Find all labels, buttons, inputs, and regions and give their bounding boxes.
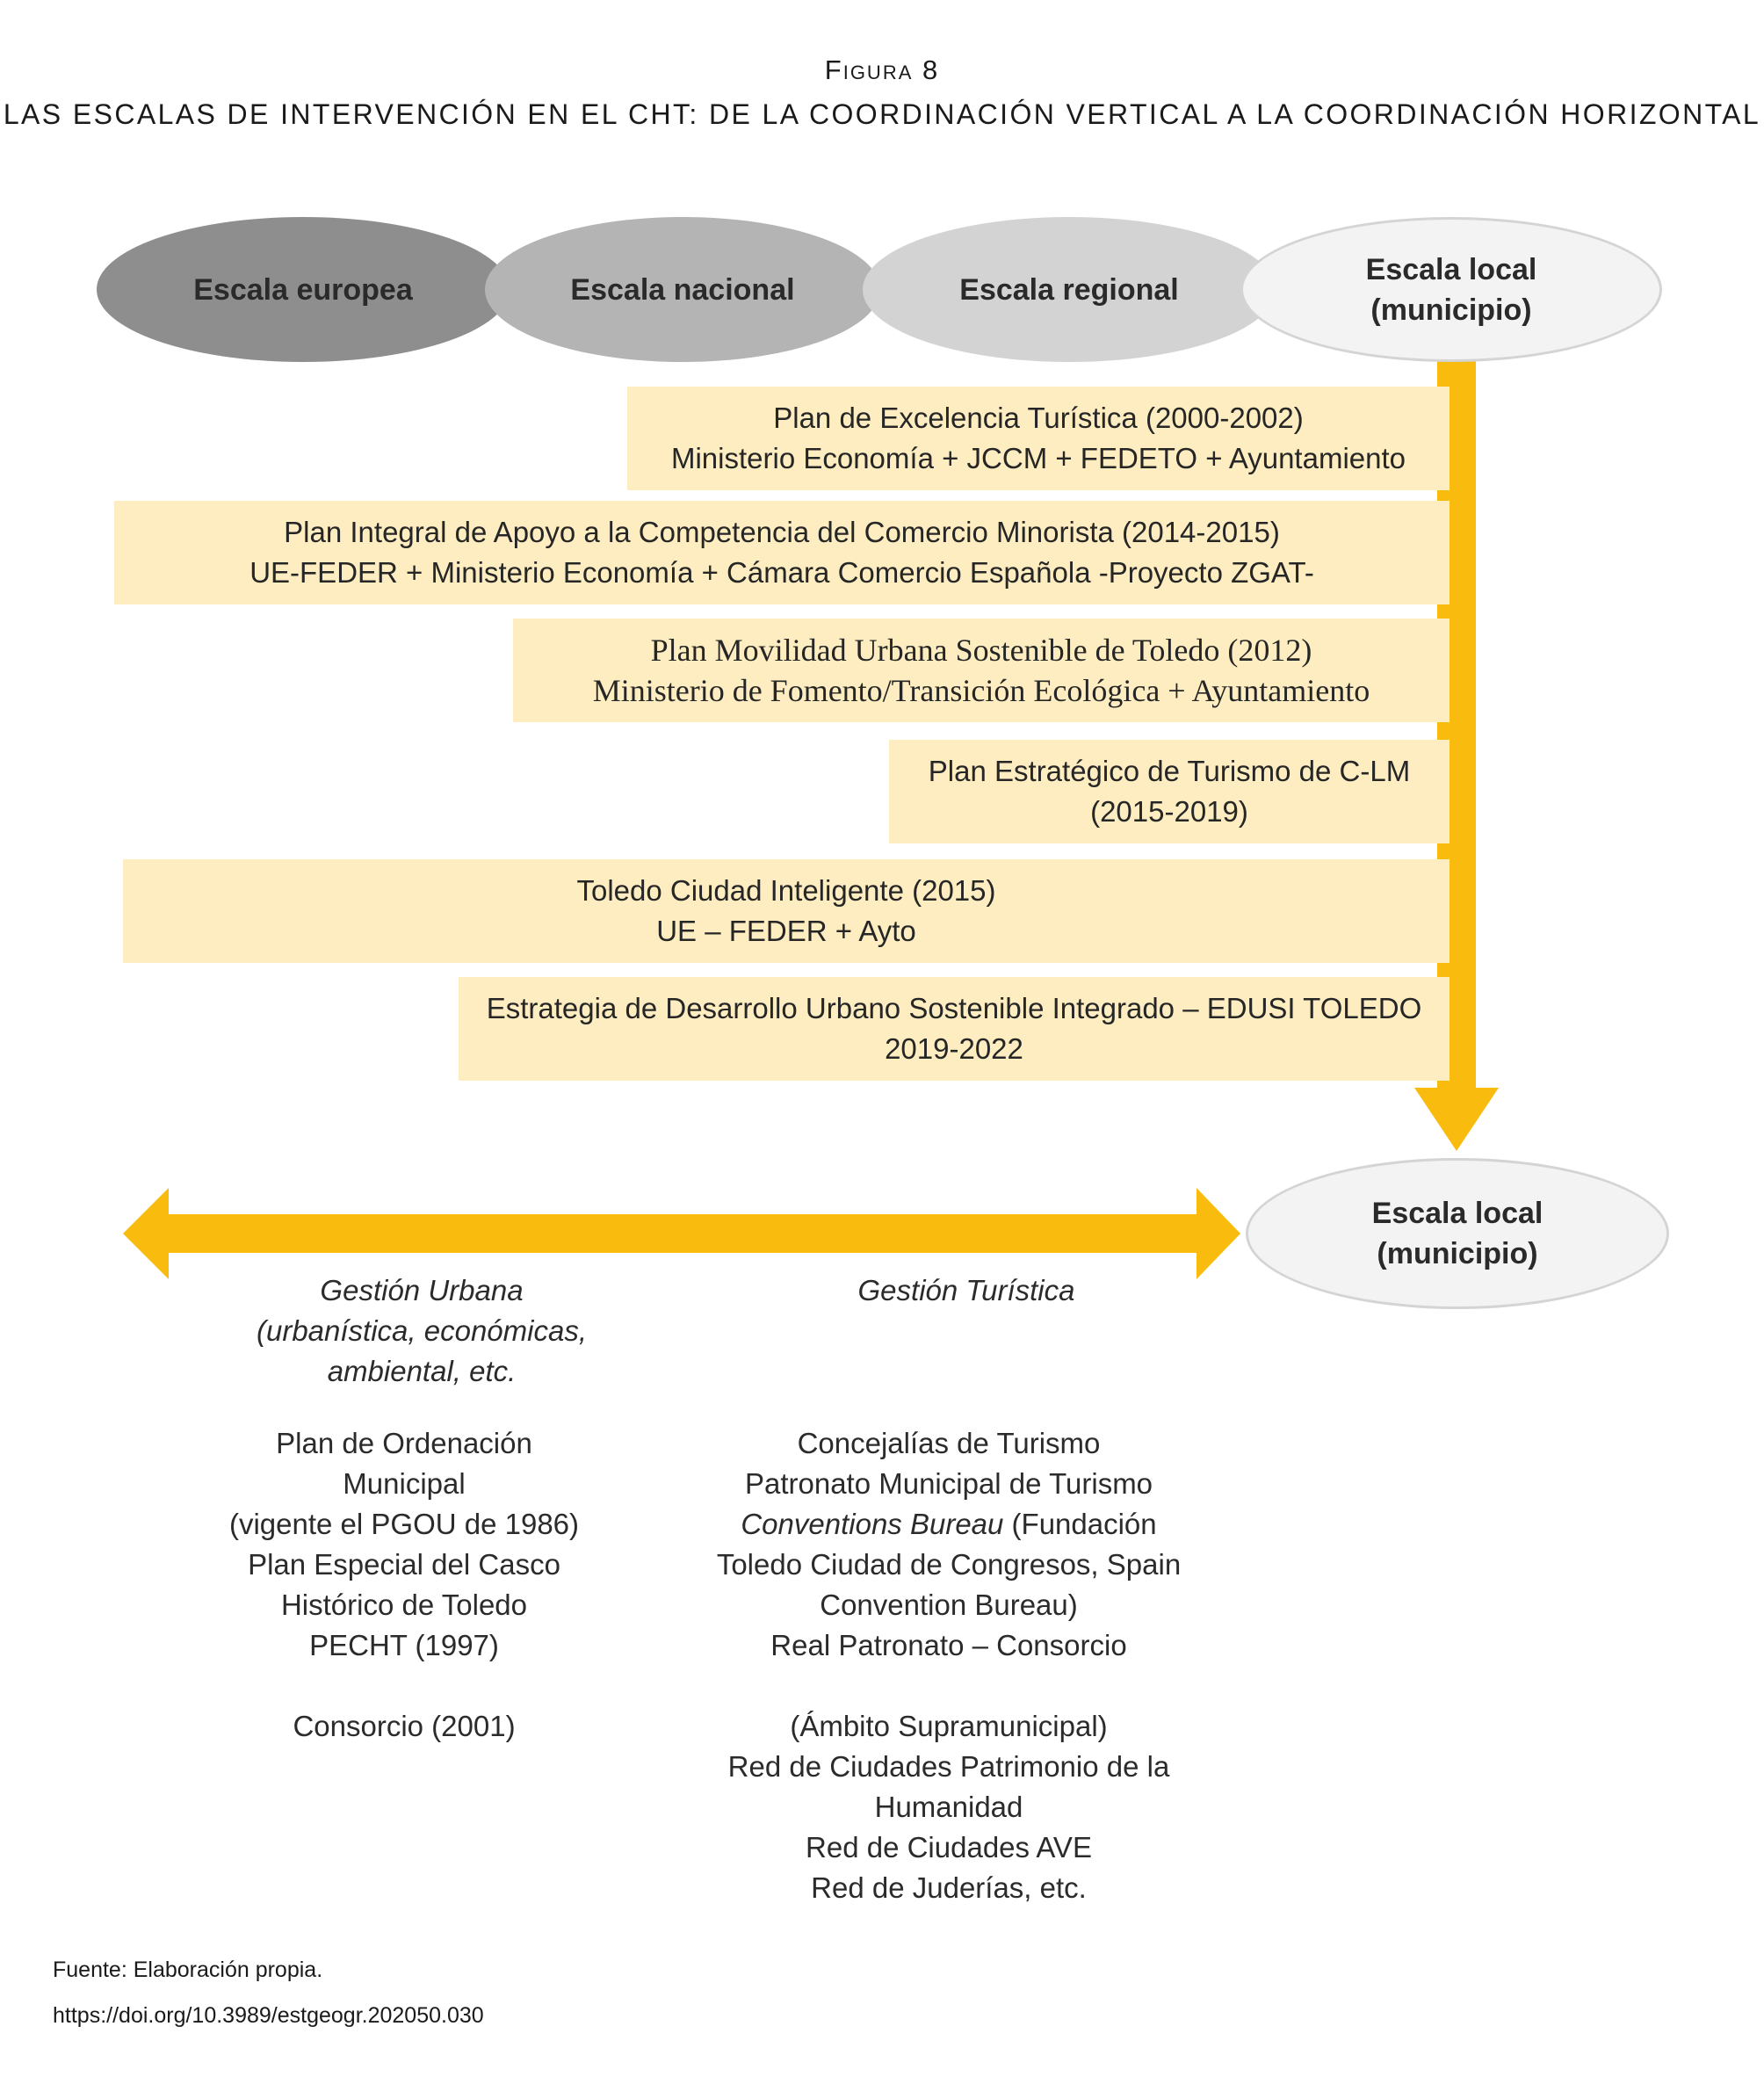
gestion-turistica-items: Concejalías de Turismo Patronato Municip… bbox=[668, 1423, 1230, 1908]
plan-box-excelencia: Plan de Excelencia Turística (2000-2002)… bbox=[627, 387, 1450, 490]
scale-national-label: Escala nacional bbox=[570, 272, 795, 307]
plan-box-movilidad: Plan Movilidad Urbana Sostenible de Tole… bbox=[513, 619, 1450, 722]
plan-box-comercio: Plan Integral de Apoyo a la Competencia … bbox=[114, 501, 1450, 604]
turistica-supra: Red de Ciudades AVE bbox=[806, 1831, 1092, 1864]
source-note: Fuente: Elaboración propia. bbox=[53, 1958, 323, 1982]
plan-line1: Plan de Excelencia Turística (2000-2002) bbox=[773, 402, 1304, 434]
gestion-urbana-heading-1: Gestión Urbana bbox=[320, 1274, 524, 1306]
urbana-item: Municipal bbox=[343, 1467, 466, 1500]
plan-line2: Ministerio de Fomento/Transición Ecológi… bbox=[592, 673, 1370, 708]
doi-link[interactable]: https://doi.org/10.3989/estgeogr.202050.… bbox=[53, 2003, 484, 2028]
gestion-urbana-column: Gestión Urbana (urbanística, económicas,… bbox=[141, 1270, 703, 1392]
gestion-urbana-heading-2: (urbanística, económicas, bbox=[256, 1314, 587, 1347]
turistica-item: Real Patronato – Consorcio bbox=[770, 1629, 1127, 1661]
conventions-bureau-rest: (Fundación bbox=[1003, 1508, 1157, 1540]
urbana-item: Plan Especial del Casco bbox=[248, 1548, 560, 1581]
plan-line2: Ministerio Economía + JCCM + FEDETO + Ay… bbox=[670, 442, 1406, 474]
urbana-item: Histórico de Toledo bbox=[280, 1589, 528, 1621]
turistica-item: Toledo Ciudad de Congresos, Spain bbox=[716, 1548, 1182, 1581]
scale-local-top-line1: Escala local bbox=[1365, 252, 1537, 286]
scale-regional: Escala regional bbox=[863, 217, 1276, 362]
turistica-supra: (Ámbito Supramunicipal) bbox=[790, 1710, 1108, 1742]
plan-line1: Plan Movilidad Urbana Sostenible de Tole… bbox=[650, 633, 1312, 668]
urbana-item: PECHT (1997) bbox=[309, 1629, 499, 1661]
gestion-urbana-heading-3: ambiental, etc. bbox=[327, 1355, 517, 1387]
turistica-item: Convention Bureau) bbox=[820, 1589, 1078, 1621]
scale-local-top-line2: (municipio) bbox=[1370, 293, 1532, 327]
urbana-consorcio: Consorcio (2001) bbox=[293, 1710, 516, 1742]
gestion-urbana-items: Plan de Ordenación Municipal (vigente el… bbox=[123, 1423, 685, 1747]
urbana-item: Plan de Ordenación bbox=[276, 1427, 532, 1459]
turistica-supra: Red de Juderías, etc. bbox=[811, 1871, 1087, 1904]
plan-box-ciudad-inteligente: Toledo Ciudad Inteligente (2015) UE – FE… bbox=[123, 859, 1450, 963]
scale-local-bottom-line1: Escala local bbox=[1371, 1197, 1544, 1230]
turistica-supra: Humanidad bbox=[874, 1791, 1023, 1823]
plan-line2: (2015-2019) bbox=[1090, 795, 1248, 828]
plan-line1: Estrategia de Desarrollo Urbano Sostenib… bbox=[486, 992, 1422, 1024]
plan-box-estrategico: Plan Estratégico de Turismo de C-LM (201… bbox=[889, 740, 1450, 843]
plan-line1: Plan Estratégico de Turismo de C-LM bbox=[928, 755, 1411, 787]
turistica-item: Concejalías de Turismo bbox=[797, 1427, 1101, 1459]
scale-local-bottom-line2: (municipio) bbox=[1377, 1237, 1538, 1270]
turistica-conventions: Conventions Bureau (Fundación bbox=[668, 1504, 1230, 1545]
turistica-supra: Red de Ciudades Patrimonio de la bbox=[727, 1750, 1170, 1783]
scale-national: Escala nacional bbox=[485, 217, 880, 362]
gestion-turistica-heading: Gestión Turística bbox=[857, 1274, 1075, 1306]
scale-local-top: Escala local (municipio) bbox=[1240, 217, 1662, 362]
figure-label: Figura 8 bbox=[824, 54, 940, 85]
figure-title: LAS ESCALAS DE INTERVENCIÓN EN EL CHT: D… bbox=[3, 98, 1761, 130]
plan-line2: UE – FEDER + Ayto bbox=[656, 915, 916, 947]
turistica-item: Patronato Municipal de Turismo bbox=[744, 1467, 1153, 1500]
plan-line1: Toledo Ciudad Inteligente (2015) bbox=[576, 874, 996, 907]
scale-european: Escala europea bbox=[97, 217, 510, 362]
scale-european-label: Escala europea bbox=[193, 272, 413, 307]
plan-line1: Plan Integral de Apoyo a la Competencia … bbox=[284, 516, 1280, 548]
plan-line2: UE-FEDER + Ministerio Economía + Cámara … bbox=[249, 556, 1314, 589]
plan-box-edusi: Estrategia de Desarrollo Urbano Sostenib… bbox=[459, 977, 1450, 1081]
scale-local-bottom: Escala local (municipio) bbox=[1246, 1158, 1669, 1309]
conventions-bureau-italic: Conventions Bureau bbox=[741, 1508, 1004, 1540]
plan-line2: 2019-2022 bbox=[885, 1032, 1023, 1065]
scale-regional-label: Escala regional bbox=[959, 272, 1179, 307]
urbana-item: (vigente el PGOU de 1986) bbox=[228, 1508, 580, 1540]
horizontal-double-arrow bbox=[123, 1188, 1240, 1279]
